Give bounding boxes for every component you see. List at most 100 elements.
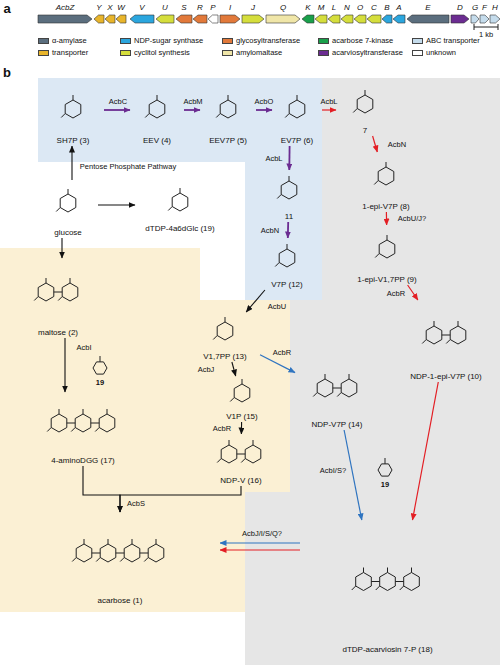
- gene-letter: J: [236, 3, 270, 12]
- gene-arrow: L: [328, 3, 340, 25]
- reaction-arrow: [241, 422, 242, 434]
- reaction-arrow: [71, 146, 72, 180]
- gene-arrow-shape: [471, 14, 479, 24]
- bond: [116, 553, 124, 554]
- compound-structure: 4-aminoDGG (17): [8, 392, 158, 466]
- bond: [83, 409, 84, 414]
- legend-text: ABC transporter: [426, 36, 480, 45]
- reaction-arrow: [322, 109, 336, 110]
- legend-swatch: [318, 38, 329, 44]
- gene-arrow-shape: [480, 14, 489, 24]
- bond: [71, 428, 75, 432]
- enzyme-label: Pentose Phosphate Pathway: [80, 162, 176, 171]
- bond: [213, 336, 217, 340]
- ring: [245, 445, 261, 463]
- bond: [375, 254, 379, 258]
- panel-letter: a: [3, 1, 10, 16]
- scale-bar: [474, 27, 498, 28]
- legend-text: acarbose 7-kinase: [332, 36, 393, 45]
- gene-arrow: Y: [94, 3, 104, 25]
- structure-drawing: [255, 238, 319, 278]
- compound-structure: V1P (15): [212, 376, 272, 422]
- legend-item: glycosyltransferase: [222, 36, 300, 45]
- bond: [68, 189, 69, 194]
- gene-letter: W: [110, 3, 132, 12]
- gene-arrow-shape: [156, 14, 174, 24]
- compound-label: V7P (12): [225, 279, 349, 290]
- gene-arrow: E: [407, 3, 449, 25]
- gene-arrow: N: [341, 3, 353, 25]
- compound-structure: 11: [262, 170, 316, 222]
- ring: [149, 100, 165, 118]
- reaction-arrow: [246, 290, 265, 312]
- enzyme-label: AcbN: [261, 226, 279, 235]
- legend-item: NDP-sugar synthase: [120, 36, 203, 45]
- sugar-ring: [93, 362, 107, 374]
- legend-swatch: [412, 50, 423, 56]
- ring: [65, 100, 81, 118]
- enzyme-label: AcbC: [109, 97, 127, 106]
- gene-letter: O: [348, 3, 372, 12]
- bond: [140, 553, 148, 554]
- bond: [395, 581, 403, 582]
- bond: [333, 388, 341, 389]
- enzyme-label: AcbL: [320, 97, 337, 106]
- gene-letter: E: [401, 3, 455, 12]
- structure-drawing: [342, 225, 432, 273]
- bond: [144, 558, 148, 562]
- compound-structure: SH7P (3): [42, 84, 104, 146]
- compound-label: EV7P (6): [242, 135, 352, 146]
- gene-letter: AcbZ: [32, 3, 98, 12]
- ring: [38, 283, 54, 301]
- ring: [51, 414, 67, 432]
- bond: [387, 235, 388, 240]
- legend-swatch: [120, 50, 131, 56]
- bond: [371, 581, 379, 582]
- gene-letter: P: [202, 3, 224, 12]
- gene-arrow-fill: [315, 15, 327, 23]
- gene-arrow: X: [105, 3, 115, 25]
- gene-arrow: W: [116, 3, 126, 25]
- gene-letter: Q: [260, 3, 306, 12]
- compound-label: 11: [232, 211, 346, 222]
- bond: [434, 321, 435, 326]
- bond: [100, 356, 101, 362]
- bond: [446, 340, 450, 344]
- bond: [56, 208, 60, 212]
- bond: [46, 278, 47, 283]
- bond: [386, 162, 387, 167]
- structure-drawing: [272, 84, 322, 134]
- ring: [100, 544, 116, 562]
- enzyme-label: AcbL: [265, 154, 282, 163]
- compound-label: V1P (15): [182, 411, 302, 422]
- ring: [75, 414, 91, 432]
- compound-structure: V1,7PP (13): [190, 312, 260, 362]
- structure-drawing: [135, 182, 225, 222]
- structure-drawing: [262, 170, 316, 210]
- bond: [70, 278, 71, 283]
- enzyme-label: AcbR: [213, 424, 231, 433]
- bond: [230, 398, 234, 402]
- bond: [365, 90, 366, 95]
- gene-arrow: C: [367, 3, 381, 25]
- compound-label-group: 4-aminoDGG (17): [0, 455, 188, 466]
- structure-drawing: [20, 512, 220, 594]
- bond: [241, 459, 245, 463]
- ring: [220, 100, 236, 118]
- compound-label-group: 1-epi-V7P (8): [320, 201, 452, 212]
- compound-number: 19: [96, 378, 104, 387]
- gene-arrow-fill: [407, 15, 449, 23]
- gene-arrow-fill: [176, 15, 192, 23]
- compound-label: acarbose (1): [0, 595, 250, 606]
- gene-arrow: M: [315, 3, 327, 25]
- compound-label: SH7P (3): [12, 135, 134, 146]
- reaction-arrow: [83, 466, 120, 512]
- legend-text: α-amylase: [52, 36, 87, 45]
- bond: [253, 440, 254, 445]
- legend-item: transporter: [38, 48, 88, 57]
- enzyme-label: AcbO: [255, 97, 274, 106]
- bond: [458, 321, 459, 326]
- tan-region: [0, 248, 290, 612]
- structure-drawing: [300, 520, 475, 643]
- bond: [297, 95, 298, 100]
